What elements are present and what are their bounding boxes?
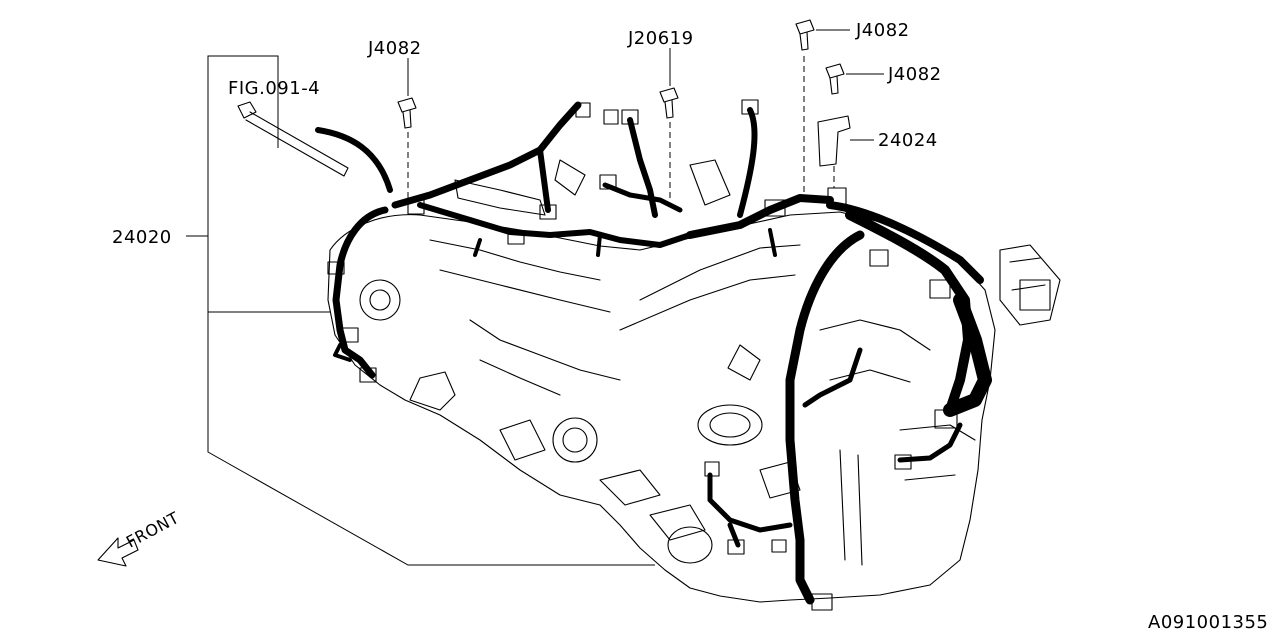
callout-harness-24020: 24020 bbox=[112, 227, 172, 248]
callout-bolt-j4082-top-right: J4082 bbox=[855, 20, 910, 41]
callout-bracket-24024: 24024 bbox=[878, 130, 938, 151]
callout-bolt-j4082-left: J4082 bbox=[367, 38, 422, 59]
callout-bolt-j20619: J20619 bbox=[627, 28, 694, 49]
bolt-j20619 bbox=[659, 87, 679, 198]
bracket-24024 bbox=[817, 115, 851, 188]
diagram-id: A091001355 bbox=[1148, 612, 1268, 633]
front-indicator: FRONT bbox=[97, 508, 182, 567]
cable-tie bbox=[237, 101, 349, 177]
harness-connectors bbox=[327, 99, 1051, 611]
bolt-j4082-top-right bbox=[795, 19, 815, 196]
front-arrow-icon bbox=[97, 537, 139, 567]
wiring-harness bbox=[315, 101, 992, 605]
callout-fig-091-4: FIG.091-4 bbox=[228, 78, 320, 99]
bolt-j4082-left bbox=[397, 97, 417, 198]
leader-lines bbox=[186, 29, 884, 566]
engine-assembly bbox=[327, 159, 1061, 603]
front-label: FRONT bbox=[123, 508, 182, 552]
callout-bolt-j4082-right: J4082 bbox=[887, 64, 942, 85]
bolt-j4082-right bbox=[825, 63, 845, 95]
